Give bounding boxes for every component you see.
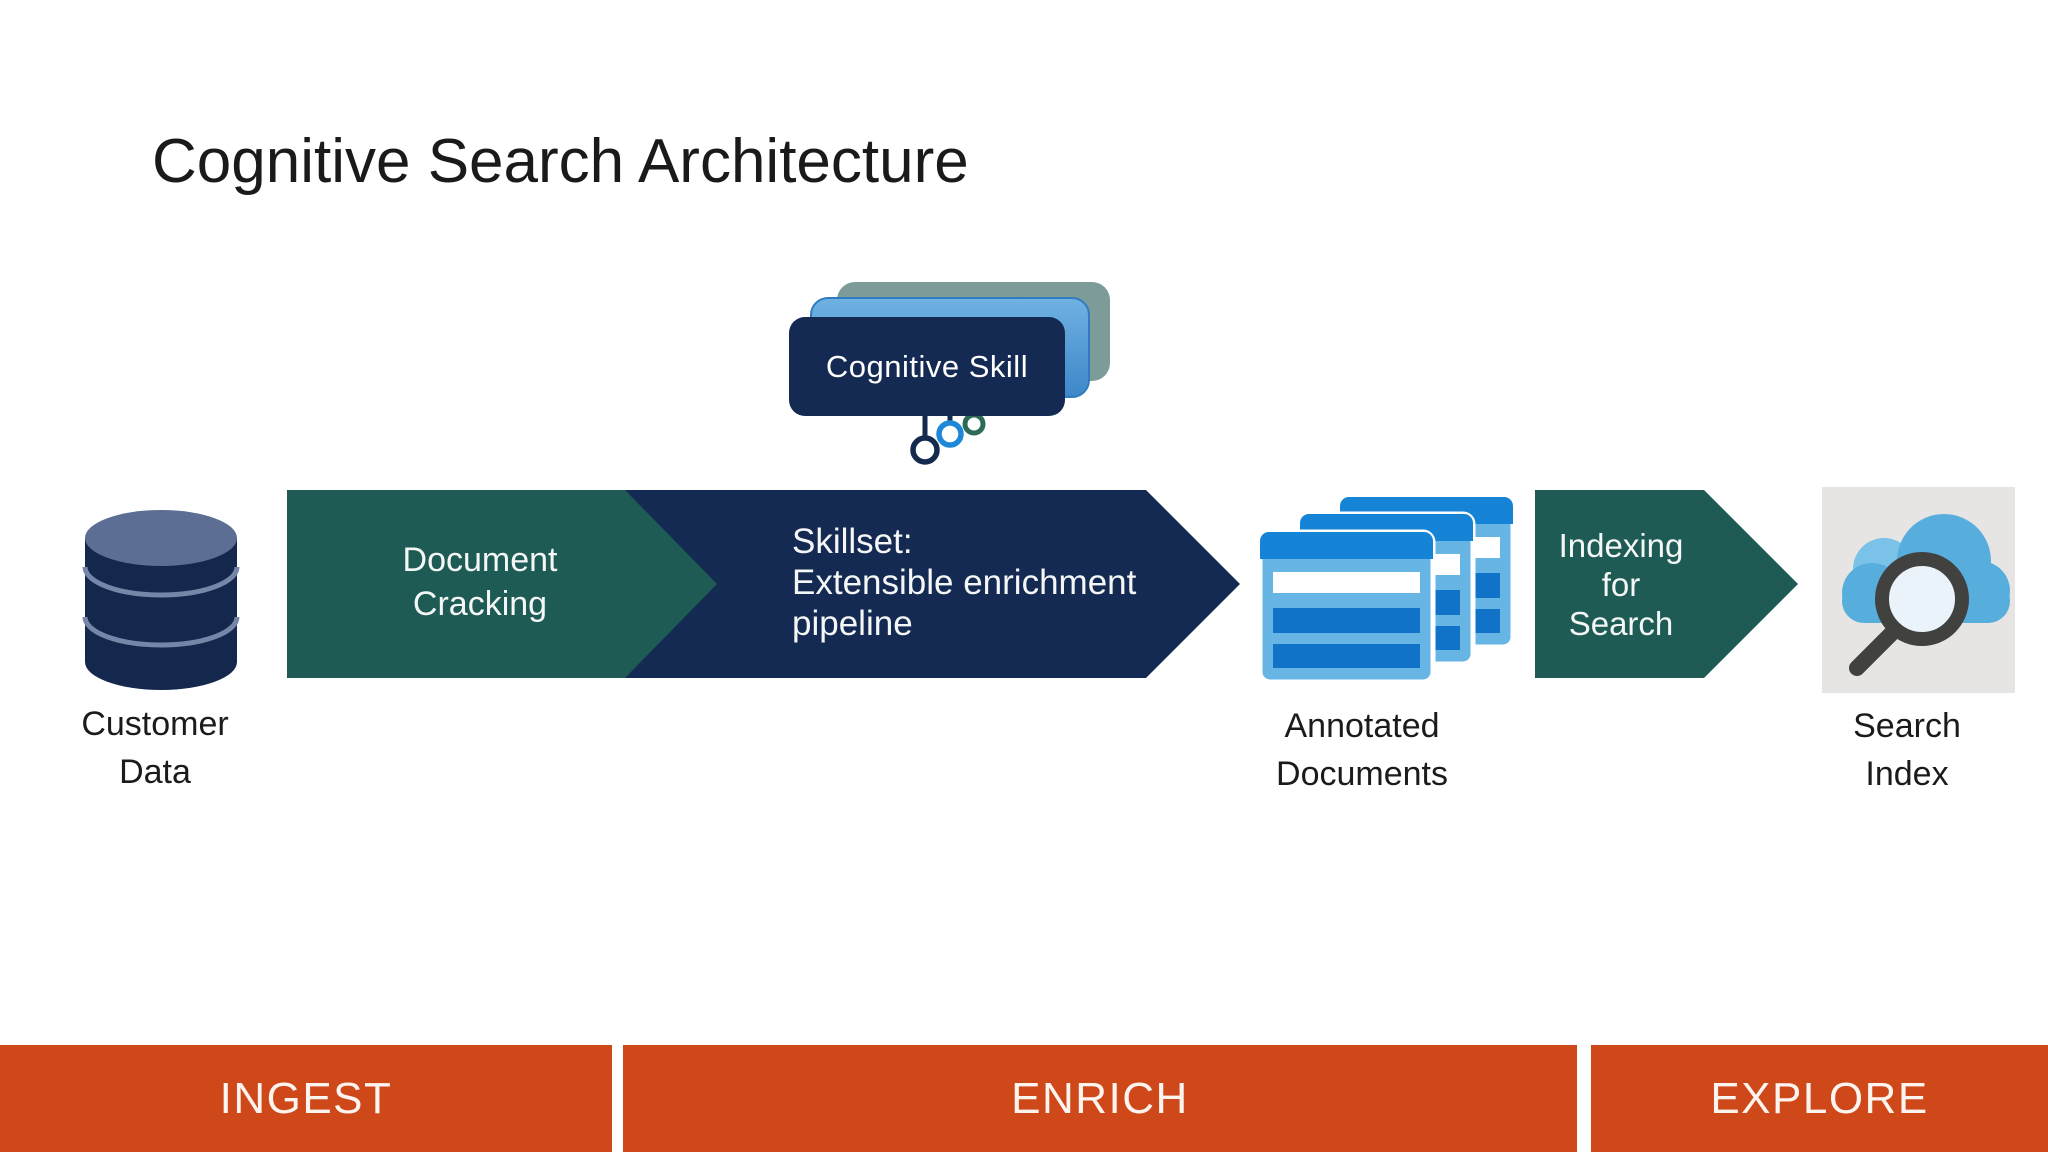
stage-explore-label: EXPLORE	[1710, 1073, 1929, 1123]
indexing-label: Indexing for Search	[1558, 527, 1684, 642]
customer-data-label: Customer Data	[81, 705, 229, 791]
document-icon	[1257, 529, 1436, 685]
page-title: Cognitive Search Architecture	[152, 127, 969, 196]
annotated-documents-label: Annotated Documents	[1276, 707, 1448, 793]
document-cracking-label: Document Cracking	[402, 541, 558, 623]
skillset-label: Skillset: Extensible enrichment pipeline	[792, 522, 1137, 643]
stage-enrich-label: ENRICH	[1011, 1073, 1189, 1123]
annotated-documents-icon	[1257, 494, 1516, 685]
document-cracking-arrow	[287, 490, 717, 678]
footer-stage-ingest: INGEST	[0, 1045, 612, 1152]
stage-ingest-label: INGEST	[219, 1073, 393, 1123]
database-icon	[82, 510, 240, 690]
cognitive-skill-label: Cognitive Skill	[825, 348, 1029, 384]
indexing-arrow	[1535, 490, 1798, 678]
footer-stage-enrich: ENRICH	[623, 1045, 1577, 1152]
cognitive-skill-card: Cognitive Skill	[789, 317, 1065, 416]
magnifier-icon	[1849, 552, 1969, 676]
skillset-arrow	[620, 490, 1240, 678]
skill-connector-icon	[910, 412, 986, 465]
search-index-icon	[1822, 487, 2015, 693]
search-index-label: Search Index	[1853, 707, 1961, 793]
footer-stage-explore: EXPLORE	[1591, 1045, 2048, 1152]
